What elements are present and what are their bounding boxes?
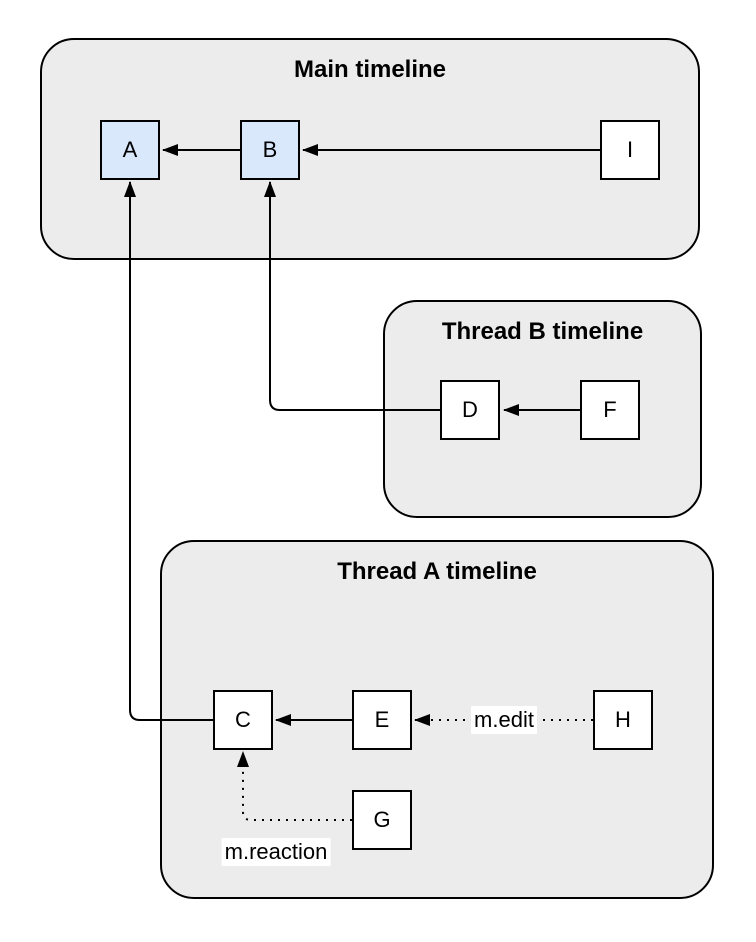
group-title-main: Main timeline [293,56,447,83]
edge-g-to-c-m-reaction [237,751,352,821]
node-f: F [580,380,640,440]
node-i: I [600,120,660,180]
group-title-thread-b: Thread B timeline [441,318,644,345]
group-title-thread-a: Thread A timeline [337,558,537,585]
node-e: E [352,690,412,750]
edge-c-to-a [124,181,213,721]
edge-label-m-reaction: m.reaction [221,838,331,866]
node-a: A [100,120,160,180]
node-b: B [240,120,300,180]
node-c: C [213,690,273,750]
edge-d-to-b [264,181,440,411]
edge-label-m-edit: m.edit [471,706,537,734]
node-h: H [593,690,653,750]
node-d: D [440,380,500,440]
node-g: G [352,790,412,850]
